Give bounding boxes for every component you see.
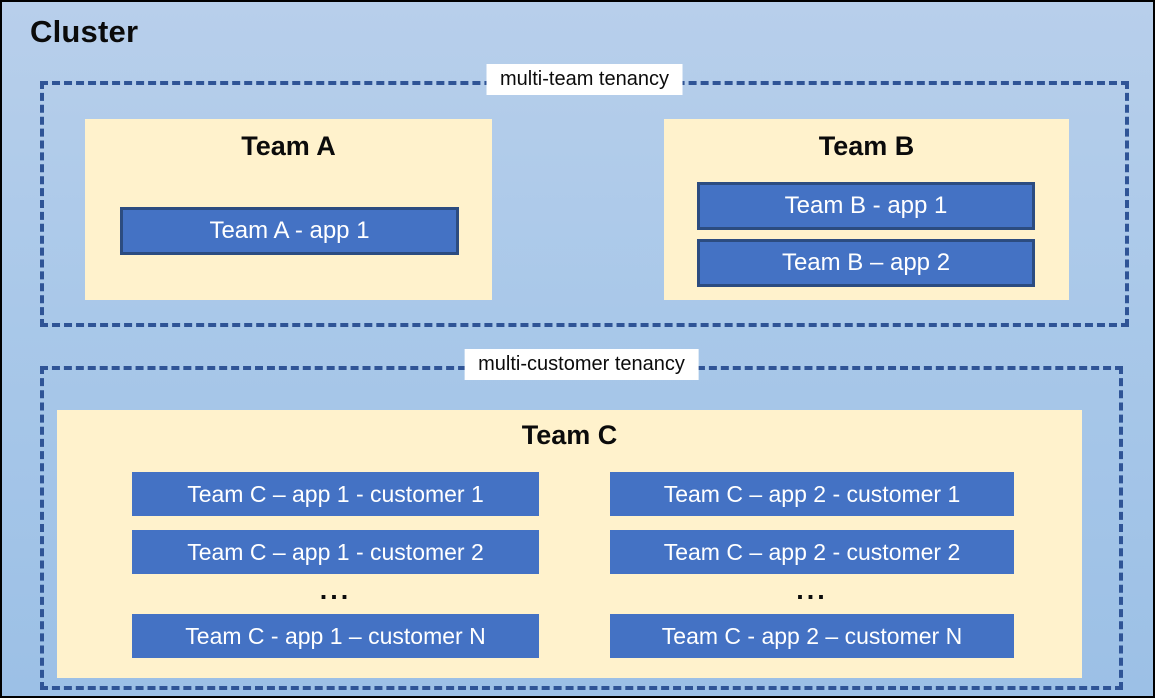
team-b-box: Team B Team B - app 1 Team B – app 2 [664,119,1069,300]
team-c-app1-ellipsis: ... [319,574,352,605]
team-a-title: Team A [241,131,336,161]
team-b-app-2: Team B – app 2 [697,239,1035,287]
multi-team-tenancy-boundary: multi-team tenancy Team A Team A - app 1… [40,64,1129,327]
team-c-app2-ellipsis: ... [796,574,828,605]
multi-customer-tenancy-boundary: multi-customer tenancy Team C Team C – a… [40,349,1123,690]
multi-customer-tenancy-label: multi-customer tenancy [464,349,699,380]
team-c-app1-customer-n: Team C - app 1 – customer N [132,614,539,658]
team-a-app-1: Team A - app 1 [120,207,459,255]
team-c-box: Team C Team C – app 1 - customer 1 Team … [57,410,1082,678]
team-c-app1-customer-2: Team C – app 1 - customer 2 [132,530,539,574]
team-c-app2-customer-n: Team C - app 2 – customer N [610,614,1014,658]
team-c-app1-customer-1: Team C – app 1 - customer 1 [132,472,539,516]
team-b-app-1: Team B - app 1 [697,182,1035,230]
multi-team-tenancy-label: multi-team tenancy [486,64,683,95]
team-c-app2-customer-1: Team C – app 2 - customer 1 [610,472,1014,516]
team-c-title: Team C [521,420,618,450]
team-b-title: Team B [818,131,915,161]
cluster-title: Cluster [30,14,139,49]
team-a-box: Team A Team A - app 1 [85,119,492,300]
team-c-app2-customer-2: Team C – app 2 - customer 2 [610,530,1014,574]
